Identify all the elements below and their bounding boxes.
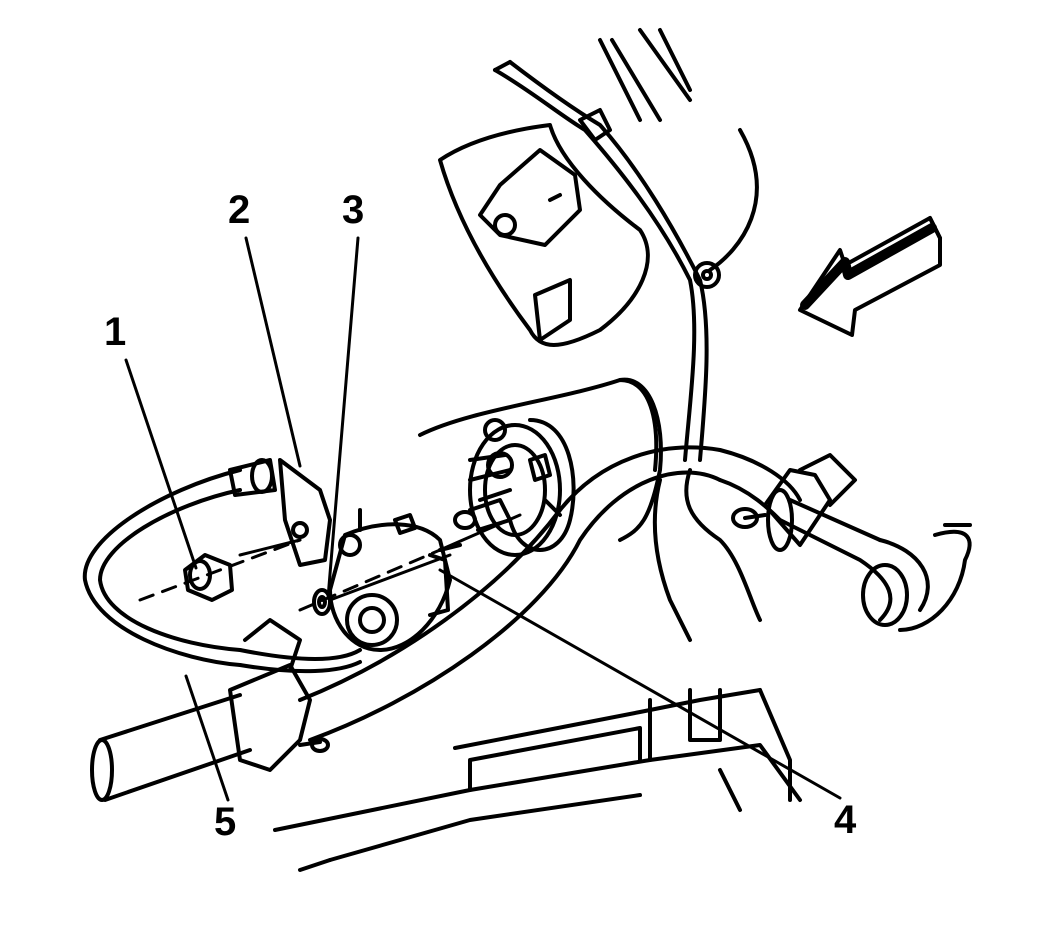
leader-line-4 xyxy=(438,568,842,800)
leader-line-2 xyxy=(244,236,302,468)
heat-shield xyxy=(438,123,650,347)
nut-part xyxy=(183,553,234,602)
engine-block-outline xyxy=(273,688,802,872)
alignment-solid-lines xyxy=(238,513,522,602)
callout-2: 2 xyxy=(228,188,251,232)
starter-motor-body xyxy=(418,377,663,557)
alignment-lines xyxy=(138,538,442,612)
leader-line-3 xyxy=(326,236,360,600)
callout-3: 3 xyxy=(342,188,365,232)
leader-lines xyxy=(124,236,842,802)
leader-line-1 xyxy=(124,358,198,570)
right-hose xyxy=(731,453,972,632)
callout-5: 5 xyxy=(214,800,237,844)
callout-1: 1 xyxy=(104,310,127,354)
dipstick-tube xyxy=(493,28,759,462)
leader-line-5 xyxy=(184,674,230,802)
solenoid-assembly xyxy=(328,498,512,652)
battery-cable xyxy=(82,458,362,674)
callout-4: 4 xyxy=(834,798,857,842)
lower-left-pipe xyxy=(90,618,330,802)
view-direction-arrow xyxy=(798,216,942,337)
coolant-hose xyxy=(298,445,802,742)
washer-part xyxy=(312,588,332,616)
